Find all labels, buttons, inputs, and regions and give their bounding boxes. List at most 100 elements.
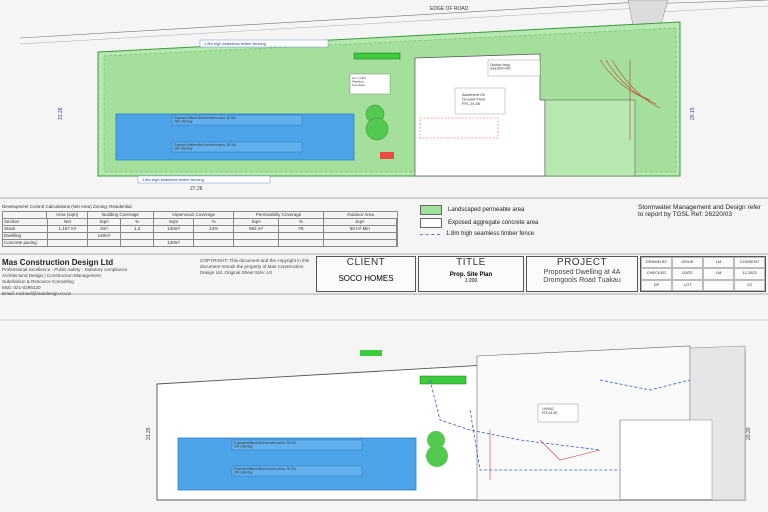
dev-calc-cell: 1.2 [121, 226, 155, 232]
dev-calc-cell: 24% [194, 226, 235, 232]
legend-label: 1.8m high seamless timber fence [446, 231, 535, 237]
driveway-curves [599, 59, 661, 140]
dev-calc-cell: % [121, 219, 155, 225]
sheet-info-cell: LOT [672, 279, 703, 291]
sheet-info-cell: DRAWN BY [641, 257, 672, 269]
dev-calc-cell [324, 240, 397, 246]
dev-calc-cell: 140m² [154, 240, 195, 246]
drainage-tank-2-icon [426, 445, 448, 467]
company-name: Mas Construction Design Ltd [2, 258, 114, 267]
soakage-bottom-label: Exposed effluent field trenches area, 30… [174, 143, 236, 151]
dev-calc-row-label: Concrete paving [3, 240, 48, 246]
legend-item: 1.8m high seamless timber fence [420, 231, 634, 237]
dev-calc-cell: 80 m² Min [324, 226, 397, 232]
project-block: PROJECT Proposed Dwelling at 4A Dromgool… [526, 256, 638, 292]
company-line: Professional excellence - Public safety … [2, 267, 128, 272]
dev-calc-header: Impervious Coverage [154, 212, 235, 218]
legend-label: Exposed aggregate concrete area [448, 220, 539, 226]
dev-calc-row-label: Section [3, 219, 48, 225]
letterbox-icon [353, 52, 401, 60]
drainage-soakage-top: Exposed effluent field trenches area, 30… [234, 441, 296, 449]
dev-calc-cell [234, 233, 280, 239]
copyright-note: COPYRIGHT: This document and the copyrig… [200, 258, 310, 275]
drainage-soakage-bottom: Exposed effluent field trenches area, 30… [234, 467, 296, 475]
fence-bottom-label: 1.8m high seamless timber fencing [142, 177, 204, 182]
sheet-info-cell: 23 [734, 279, 765, 291]
dev-calc-cell [154, 233, 195, 239]
dev-calc-cell: Sqm [234, 219, 280, 225]
dev-calc-header: Building Coverage [88, 212, 155, 218]
left-dimension: 31.26 [58, 107, 64, 120]
project-label: PROJECT [556, 257, 608, 268]
edge-of-road-label: EDGE OF ROAD [430, 6, 469, 12]
fence-top-label: 1.8m high seamless timber fencing [204, 41, 266, 46]
drainage-left-dimension: 31.25 [146, 427, 152, 440]
client-label: CLIENT [346, 257, 386, 268]
legend-swatch [420, 233, 440, 235]
company-line: Mob: 021-0296120 [2, 285, 41, 290]
client-value: SOCO HOMES [338, 274, 394, 283]
wastewater-tank-icon [365, 117, 389, 141]
company-line: Subdivision & Resource Consulting [2, 279, 74, 284]
right-dimension: 20.15 [690, 107, 696, 120]
legend-label: Landscaped permeable area [448, 207, 525, 213]
dev-calc-cell: 902 m² [234, 226, 280, 232]
dev-calc-cell: % [194, 219, 235, 225]
company-block: Mas Construction Design Ltd Professional… [2, 258, 198, 297]
dev-calc-cell: 1,167 m² [48, 226, 88, 232]
dev-calc-header: Area (sqm) [47, 212, 88, 218]
dev-calc-cell: 76 [279, 226, 324, 232]
title-scale: 1:200 [464, 278, 478, 284]
stormwater-note: Stormwater Management and Design refer t… [638, 204, 761, 218]
legend-swatch [420, 205, 442, 215]
legend-item: Landscaped permeable area [420, 205, 634, 215]
project-value: Proposed Dwelling at 4A Dromgools Road T… [543, 269, 621, 284]
dev-calc-title: Development Control Calculations (Net Ar… [2, 204, 132, 209]
legend-item: Exposed aggregate concrete area [420, 218, 634, 228]
dev-calc-cell [279, 240, 324, 246]
title-block: TITLE Prop. Site Plan 1:200 [418, 256, 524, 292]
company-line: Email: michael@masdesign.co.nz [2, 291, 72, 296]
dev-calc-cell [48, 240, 88, 246]
dev-calc-header: Permeability Coverage [234, 212, 324, 218]
sheet-info-cell: DATE [672, 268, 703, 280]
sheet-info-cell: LM [703, 268, 734, 280]
dev-calc-cell: Sqm [324, 219, 397, 225]
dev-calc-cell [194, 233, 235, 239]
title-label: TITLE [456, 257, 486, 268]
dev-calc-cell: 140m² [88, 233, 122, 239]
dev-calc-cell: 140m² [154, 226, 195, 232]
dev-calc-row-label: Dwelling [3, 233, 48, 239]
dwelling-footprint [414, 53, 636, 177]
dev-calc-cell [234, 240, 280, 246]
dev-calc-header: Outdoor Area [347, 212, 374, 217]
sheet-info-cell: LM [703, 257, 734, 269]
dev-calc-cell: 2m² [88, 226, 122, 232]
sheet-info-cell: 11.2023 [734, 268, 765, 280]
dev-calc-cell: Net [48, 219, 88, 225]
bottom-dimension: 27.26 [190, 186, 203, 192]
dev-calc-row-label: Stack [3, 226, 48, 232]
drainage-tank-icon [427, 431, 445, 449]
dev-calc-cell [194, 240, 235, 246]
title-value: Prop. Site Plan [449, 272, 493, 278]
dev-calc-cell [88, 240, 122, 246]
dev-calc-row: Concrete paving 140m² [2, 240, 398, 247]
sheet-info-cell: CONSENT [734, 257, 765, 269]
drainage-stormwater [489, 430, 601, 480]
sheet-info-cell: DP [641, 279, 672, 291]
dev-calc-header-row: Area (sqm) Building Coverage Impervious … [2, 211, 398, 219]
sheet-info-cell: CHECKED [641, 268, 672, 280]
dev-calc-cell [121, 240, 155, 246]
company-line: Architectural Design | Construction Mana… [2, 273, 101, 278]
soakage-top-label: Exposed effluent field trenches area, 30… [174, 116, 236, 124]
client-block: CLIENT SOCO HOMES [316, 256, 416, 292]
meter-icon [380, 152, 394, 159]
